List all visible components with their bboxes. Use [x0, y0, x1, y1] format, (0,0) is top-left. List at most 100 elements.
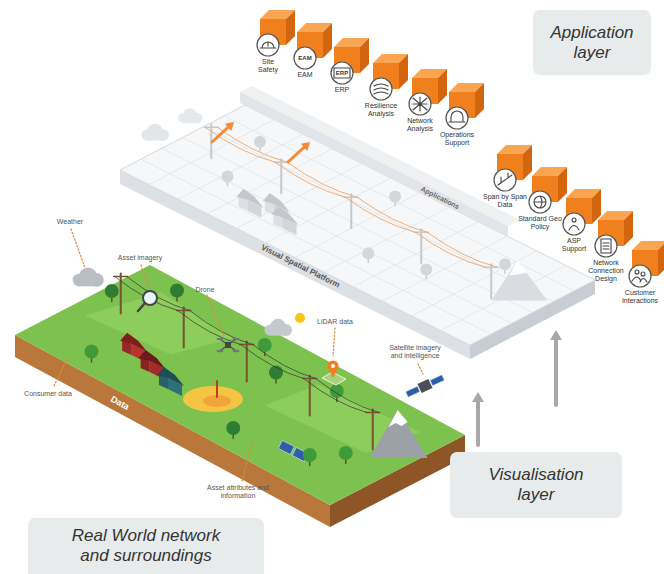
- platform-wire: [287, 162, 357, 197]
- drone-arm: [220, 339, 236, 351]
- app-glyph: [413, 97, 427, 111]
- data-label: Satellite imagery and intelligence: [383, 344, 447, 360]
- icon-text: ERP: [336, 70, 348, 77]
- solar-panel: [278, 441, 294, 455]
- layer-callout: Real World network and surroundings: [28, 518, 264, 574]
- satellite-body: [417, 379, 432, 393]
- grey-arrow-head: [472, 392, 484, 402]
- tree-crown: [105, 284, 119, 298]
- ground-pole: [246, 342, 248, 382]
- app-icon: [409, 93, 431, 115]
- app-icon: [331, 62, 353, 84]
- tree-crown: [303, 448, 317, 462]
- drone-rotor: [217, 338, 224, 341]
- house-roof: [120, 333, 147, 352]
- app-icon: [563, 213, 585, 235]
- leader-line: [242, 442, 252, 481]
- map-pin: [328, 361, 339, 372]
- house-roof: [237, 189, 264, 208]
- app-label: Network Connection Design: [587, 259, 625, 282]
- app-label: Resilience Analysis: [360, 102, 402, 118]
- tree-crown: [222, 171, 234, 183]
- orange-arrow-shaft: [288, 147, 304, 162]
- platform-wire: [205, 127, 275, 162]
- app-glyph: [569, 218, 579, 230]
- app-icon: [257, 34, 279, 56]
- leader-line: [54, 357, 68, 386]
- ground-wire: [127, 277, 190, 311]
- orange-arrow-head: [301, 142, 310, 151]
- app-icon: [529, 191, 551, 213]
- drone-arm: [220, 339, 236, 351]
- app-glyph: [632, 270, 647, 282]
- data-label: LiDAR data: [317, 318, 353, 326]
- band-front: [240, 92, 508, 237]
- cube-side: [360, 38, 369, 73]
- mountain-snow: [389, 410, 408, 427]
- cube-side: [558, 167, 567, 202]
- app-icon: [629, 265, 651, 287]
- cube-side: [438, 69, 447, 104]
- platform-cloud: [183, 117, 197, 123]
- app-label: ASP Support: [557, 237, 591, 253]
- platform-pole: [490, 264, 492, 298]
- app-icon: [595, 235, 617, 257]
- cube-side: [475, 83, 484, 118]
- app-label: Network Analysis: [401, 117, 439, 133]
- app-icon: [370, 78, 392, 100]
- drone-rotor: [233, 338, 240, 341]
- grey-arrow-head: [550, 330, 562, 340]
- map-pin-hole: [331, 364, 335, 368]
- leader-line: [418, 364, 423, 374]
- weather-cloud: [79, 278, 97, 286]
- cloud: [270, 328, 286, 335]
- leader-line: [333, 328, 335, 356]
- grass-patch: [85, 293, 234, 355]
- ground-pole: [120, 274, 122, 314]
- leader-line: [141, 265, 148, 287]
- sun: [295, 313, 305, 323]
- cube-side: [286, 10, 295, 45]
- field: [183, 386, 243, 412]
- cube-side: [523, 145, 532, 180]
- mountain: [370, 410, 428, 458]
- ground-wire: [241, 345, 304, 379]
- ground-top: [15, 265, 465, 505]
- platform-pole: [420, 229, 422, 263]
- ground-pole: [309, 376, 311, 416]
- tree-crown: [330, 384, 344, 398]
- platform-wire: [345, 197, 415, 232]
- satellite-panel: [406, 386, 420, 397]
- cube-side: [323, 23, 332, 58]
- house-roof: [157, 367, 184, 386]
- tree-crown: [420, 264, 432, 276]
- orange-arrow-shaft: [212, 127, 228, 142]
- cube-side: [658, 241, 664, 276]
- platform-cloud: [147, 133, 163, 140]
- leader-line: [71, 229, 85, 268]
- data-label: Consumer data: [24, 390, 72, 398]
- platform-grid: [183, 138, 533, 313]
- app-icon: [294, 47, 316, 69]
- ground-pole: [372, 410, 374, 450]
- app-label: ERP: [327, 86, 357, 94]
- app-label: Operations Support: [435, 131, 479, 147]
- house-roof: [272, 206, 299, 225]
- ground-wire: [178, 311, 241, 345]
- grey-arrow-shaft: [554, 340, 558, 405]
- platform-grid: [224, 116, 574, 291]
- layer-callout: Application layer: [533, 10, 651, 75]
- leader-line: [207, 295, 224, 335]
- tree-crown: [389, 191, 401, 203]
- app-glyph: [449, 111, 465, 122]
- platform-pole: [350, 194, 352, 228]
- app-label: Span by Span Data: [481, 193, 529, 209]
- app-label: Standard Geo Policy: [515, 215, 565, 231]
- app-glyph: [534, 196, 546, 208]
- platform-wire: [217, 127, 287, 162]
- platform-grid: [162, 148, 512, 323]
- platform-grid: [149, 120, 274, 185]
- data-label: Asset attributes and information: [203, 484, 273, 500]
- platform-snow: [509, 261, 527, 276]
- icon-text: EAM: [298, 55, 311, 62]
